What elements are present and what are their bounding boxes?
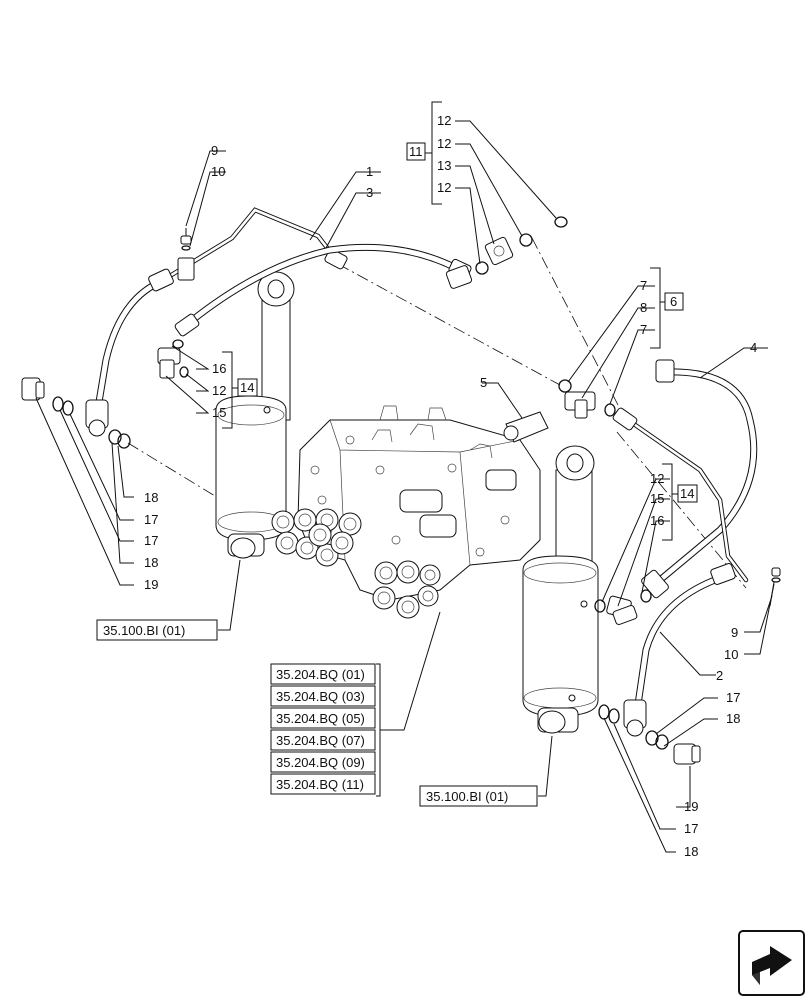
- callout-10-right: 10: [724, 647, 738, 662]
- ref-valve-07-label: 35.204.BQ (07): [276, 733, 365, 748]
- hose-2: [623, 563, 736, 737]
- ref-valve-09-label: 35.204.BQ (09): [276, 755, 365, 770]
- callout-5: 5: [480, 375, 487, 390]
- callout-19-a: 19: [144, 577, 158, 592]
- center-lines: [127, 237, 747, 589]
- plug-right: [598, 704, 701, 765]
- callout-2: 2: [716, 668, 723, 683]
- callout-18-b: 18: [144, 555, 158, 570]
- callout-15-b: 15: [650, 491, 664, 506]
- control-valve-block: [271, 405, 541, 619]
- callout-16-b: 16: [650, 513, 664, 528]
- ref-valve-11[interactable]: 35.204.BQ (11): [270, 773, 376, 795]
- callout-4: 4: [750, 340, 757, 355]
- kit-6-label: 6: [670, 294, 677, 309]
- pipe-1: [157, 207, 348, 285]
- kit-14-left-label: 14: [240, 380, 254, 395]
- callout-13: 13: [437, 158, 451, 173]
- callout-18-a: 18: [144, 490, 158, 505]
- leader-lines: [35, 120, 775, 853]
- adapter-5: [503, 411, 549, 443]
- ref-valve-05[interactable]: 35.204.BQ (05): [270, 707, 376, 729]
- ref-valve-03-label: 35.204.BQ (03): [276, 689, 365, 704]
- callout-7-b: 7: [640, 322, 647, 337]
- callout-12-d: 12: [212, 383, 226, 398]
- ref-valve-01[interactable]: 35.204.BQ (01): [270, 663, 376, 685]
- callout-9-right: 9: [731, 625, 738, 640]
- next-page-arrow-icon[interactable]: [738, 930, 805, 996]
- kit-14-right-label: 14: [680, 486, 694, 501]
- valve-couplers: [271, 508, 441, 619]
- callout-15-a: 15: [212, 405, 226, 420]
- callout-12-e: 12: [650, 471, 664, 486]
- callout-12-b: 12: [437, 136, 451, 151]
- callout-8: 8: [640, 300, 647, 315]
- kit-14-right-group: 14: [662, 463, 698, 541]
- ref-valve-01-label: 35.204.BQ (01): [276, 667, 365, 682]
- tee-fitting: [558, 379, 616, 419]
- pipe-right: [612, 407, 749, 583]
- hose-4: [641, 359, 758, 599]
- bolt-left: [180, 228, 192, 251]
- plug-left: [21, 377, 131, 449]
- kit-11-group: 11: [406, 101, 442, 205]
- callout-labels: 1 3 9 10 12 12 13 12 7 8 7 4 5 16 12 15 …: [144, 113, 757, 859]
- ref-valve-stack: 35.204.BQ (01) 35.204.BQ (03) 35.204.BQ …: [270, 663, 381, 797]
- elbow-fitting-left: [157, 339, 189, 379]
- kit-11-label: 11: [409, 144, 423, 159]
- ref-valve-09[interactable]: 35.204.BQ (09): [270, 751, 376, 773]
- left-cylinder: [215, 271, 295, 559]
- callout-1: 1: [366, 164, 373, 179]
- ref-valve-11-label: 35.204.BQ (11): [276, 777, 364, 792]
- kit-14-left-group: 14: [222, 351, 258, 429]
- callout-12-a: 12: [437, 113, 451, 128]
- callout-9-left: 9: [211, 143, 218, 158]
- callout-19-b: 19: [684, 799, 698, 814]
- callout-12-c: 12: [437, 180, 451, 195]
- callout-17-c: 17: [726, 690, 740, 705]
- callout-17-d: 17: [684, 821, 698, 836]
- ref-cylinder-left-label: 35.100.BI (01): [103, 623, 185, 638]
- callout-17-a: 17: [144, 512, 158, 527]
- ref-cylinder-left[interactable]: 35.100.BI (01): [96, 619, 218, 641]
- ref-valve-05-label: 35.204.BQ (05): [276, 711, 365, 726]
- callout-17-b: 17: [144, 533, 158, 548]
- callout-10-left: 10: [211, 164, 225, 179]
- ref-valve-03[interactable]: 35.204.BQ (03): [270, 685, 376, 707]
- ref-valve-07[interactable]: 35.204.BQ (07): [270, 729, 376, 751]
- callout-16-a: 16: [212, 361, 226, 376]
- elbow-fitting-right: [594, 589, 652, 625]
- kit-6-group: 6: [650, 267, 684, 349]
- callout-3: 3: [366, 185, 373, 200]
- right-cylinder: [522, 445, 599, 734]
- ref-cylinder-right-label: 35.100.BI (01): [426, 789, 508, 804]
- callout-18-d: 18: [684, 844, 698, 859]
- ref-cylinder-right[interactable]: 35.100.BI (01): [419, 785, 538, 807]
- hose-3: [174, 243, 472, 337]
- hose-left-cylinder: [85, 268, 174, 437]
- callout-7-a: 7: [640, 278, 647, 293]
- callout-18-c: 18: [726, 711, 740, 726]
- kit-11-parts: [445, 216, 568, 289]
- bolt-right: [769, 567, 781, 607]
